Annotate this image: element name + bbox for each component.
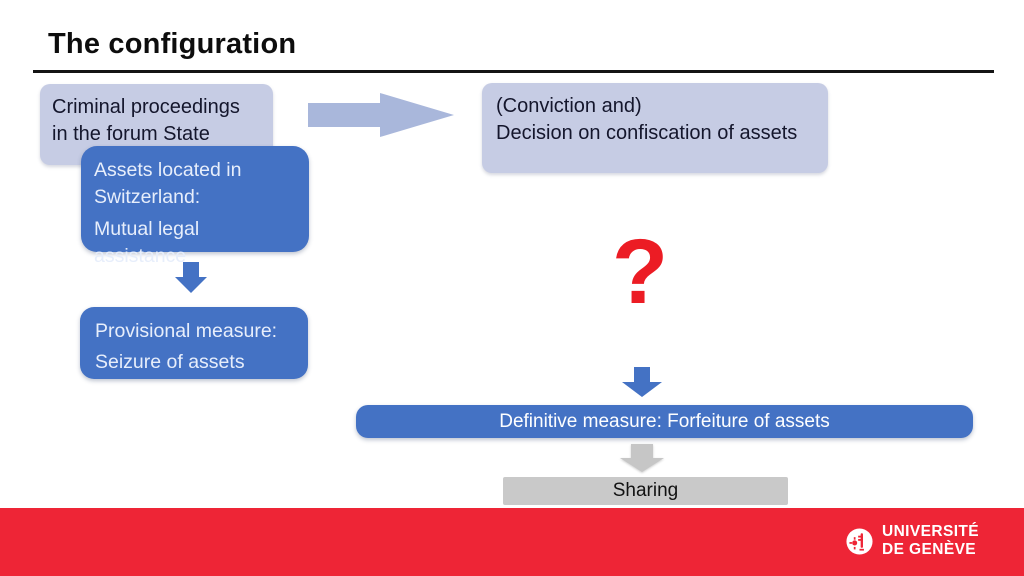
bar-definitive-measure: Definitive measure: Forfeiture of assets [356, 405, 973, 438]
unige-logo: UNIVERSITÉ DE GENÈVE [845, 523, 979, 559]
unige-name: UNIVERSITÉ DE GENÈVE [882, 523, 979, 559]
unige-name-line-2: DE GENÈVE [882, 541, 977, 558]
box-conviction-line-2: Decision on confiscation of assets [496, 122, 798, 144]
box-assets-line-3: Mutual legal assistance [94, 218, 200, 267]
box-conviction-decision: (Conviction and) Decision on confiscatio… [482, 83, 828, 173]
unige-seal-icon [846, 527, 873, 555]
unige-name-line-1: UNIVERSITÉ [882, 523, 980, 540]
box-assets-switzerland: Assets located in Switzerland: Mutual le… [81, 146, 309, 267]
box-provisional-measure: Provisional measure: Seizure of assets [80, 307, 308, 379]
right-arrow-icon [308, 93, 454, 137]
box-sharing-label: Sharing [612, 480, 679, 501]
down-arrow-icon [622, 367, 662, 397]
box-assets-line-1: Assets located in [94, 159, 242, 181]
box-conviction-line-1: (Conviction and) [496, 95, 642, 117]
box-criminal-line-1: Criminal proceedings [52, 96, 240, 118]
box-criminal-line-2: in the forum State [52, 123, 210, 145]
bar-definitive-label: Definitive measure: Forfeiture of assets [499, 411, 830, 432]
page-title: The configuration [48, 28, 297, 60]
box-provisional-line-1: Provisional measure: [95, 320, 278, 342]
title-underline [33, 70, 994, 73]
down-arrow-icon [620, 444, 664, 472]
box-provisional-line-2: Seizure of assets [95, 351, 245, 373]
box-sharing: Sharing [503, 477, 788, 505]
down-arrow-icon [175, 262, 207, 293]
question-mark: ? [611, 221, 669, 323]
box-assets-line-2: Switzerland: [94, 186, 201, 208]
